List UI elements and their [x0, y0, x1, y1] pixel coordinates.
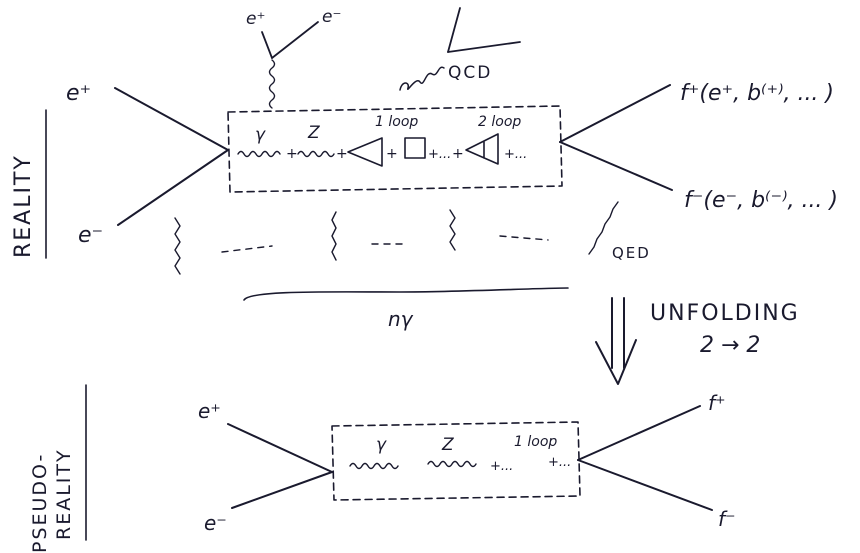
- top-two-loop-label: 2 loop: [478, 114, 521, 130]
- top-plus-3: +: [386, 146, 398, 162]
- bottom-out-minus-label: f⁻: [718, 507, 736, 531]
- bottom-photon-label: γ: [376, 435, 387, 455]
- incoming-positron-line: [115, 88, 228, 150]
- outgoing-fminus-line: [560, 142, 672, 190]
- reality-label: REALITY: [11, 154, 36, 258]
- qed-photon-3: [450, 210, 455, 250]
- qcd-quark-line-1: [448, 8, 460, 52]
- top-plus-1: +: [286, 146, 298, 162]
- top-in-plus-label: e⁺: [66, 81, 91, 106]
- bottom-out-plus-label: f⁺: [708, 391, 726, 415]
- bottom-in-plus-label: e⁺: [198, 399, 221, 423]
- qed-photon-1: [175, 218, 180, 274]
- top-plus-2: +: [336, 146, 348, 162]
- qcd-quark-line-2: [448, 42, 520, 52]
- n-gamma-brace: [244, 288, 568, 300]
- n-gamma-label: nγ: [388, 307, 414, 331]
- top-z-propagator: [298, 152, 334, 157]
- bottom-outgoing-fplus-line: [578, 406, 700, 460]
- qcd-label: QCD: [448, 63, 492, 83]
- pair-electron-line: [272, 22, 318, 58]
- top-box-loop: [405, 138, 425, 158]
- top-out-minus-label: f⁻(e⁻, b⁽⁻⁾, ... ): [684, 188, 838, 213]
- unfolding-2to2-label: 2 → 2: [700, 333, 760, 358]
- top-out-plus-label: f⁺(e⁺, b⁽⁺⁾, ... ): [680, 81, 834, 106]
- qed-dots-3: [500, 236, 548, 240]
- qcd-gluon: [400, 67, 444, 90]
- top-ellipsis-1: +...: [428, 147, 451, 162]
- top-triangle-loop: [348, 138, 382, 166]
- bottom-outgoing-fminus-line: [578, 460, 712, 510]
- bottom-in-minus-label: e⁻: [204, 511, 227, 535]
- top-plus-4: +: [452, 146, 464, 162]
- qed-label: QED: [612, 244, 651, 262]
- bottom-z-label: Z: [441, 435, 454, 455]
- bottom-photon-propagator: [350, 464, 398, 469]
- top-ellipsis-2: +...: [504, 147, 527, 162]
- top-two-loop-diagram: [466, 134, 498, 164]
- incoming-electron-line: [118, 150, 228, 225]
- top-photon-label: γ: [255, 125, 266, 145]
- bottom-incoming-positron-line: [228, 424, 332, 472]
- unfolding-arrow-head: [596, 340, 636, 384]
- unfolding-label: UNFOLDING: [650, 301, 800, 326]
- qed-photon-2: [332, 212, 336, 260]
- bottom-one-loop-label: 1 loop: [514, 434, 557, 450]
- bottom-ellipsis-2: +...: [548, 455, 571, 470]
- bottom-incoming-electron-line: [232, 472, 332, 508]
- qed-dots-1: [222, 246, 272, 252]
- top-z-label: Z: [307, 123, 320, 143]
- top-one-loop-label: 1 loop: [375, 114, 418, 130]
- pair-minus-label: e⁻: [322, 7, 341, 27]
- bottom-z-propagator: [428, 462, 476, 467]
- bottom-ellipsis-1: +...: [490, 459, 513, 474]
- outgoing-fplus-line: [560, 85, 670, 142]
- top-photon-propagator: [238, 152, 280, 157]
- pair-positron-line: [262, 32, 272, 58]
- top-in-minus-label: e⁻: [78, 223, 103, 248]
- pseudo-reality-label-1: PSEUDO-: [29, 453, 51, 553]
- pair-plus-label: e⁺: [246, 9, 265, 29]
- pair-photon-line: [270, 60, 275, 108]
- pseudo-reality-label-2: REALITY: [53, 448, 75, 540]
